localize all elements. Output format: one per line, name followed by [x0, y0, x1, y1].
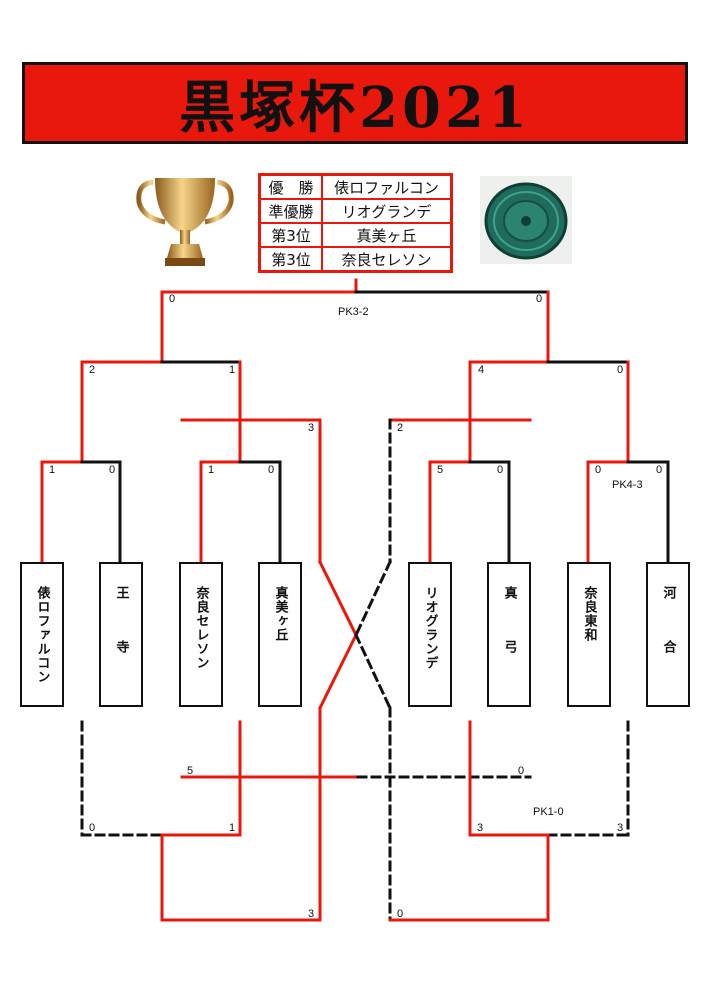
team-box: 真美ヶ丘: [258, 562, 302, 707]
rank-team: リオグランデ: [341, 202, 432, 221]
page-title: 黒塚杯2021: [179, 74, 531, 141]
result-row-winner: 優 勝 俵ロファルコン: [261, 176, 450, 200]
score-qf1-right: 0: [109, 464, 116, 476]
team-name: 奈良セレソン: [193, 586, 209, 670]
team-name: 真美ヶ丘: [272, 586, 288, 642]
score-qf2-left: 1: [208, 464, 215, 476]
team-name: 俵ロファルコン: [34, 586, 50, 684]
results-table: 優 勝 俵ロファルコン 準優勝 リオグランデ 第3位 真美ヶ丘 第3位 奈良セレ…: [258, 173, 453, 273]
score-semi2-right: 0: [617, 364, 624, 376]
score-qf3-left: 5: [437, 464, 444, 476]
score-third-left: 3: [308, 908, 315, 920]
score-qf4-left: 0: [595, 464, 602, 476]
result-row-third-b: 第3位 奈良セレソン: [261, 248, 450, 270]
score-qf1-left: 1: [49, 464, 56, 476]
score-cross-upper-right: 2: [397, 422, 404, 434]
team-box: 俵ロファルコン: [20, 562, 64, 707]
team-name: 真 弓: [501, 586, 517, 667]
score-final-right: 0: [536, 293, 543, 305]
pk-final: PK3-2: [338, 306, 369, 318]
pk-cons2: PK1-0: [533, 806, 564, 818]
team-name: 王 寺: [113, 586, 129, 667]
rank-label: 第3位: [261, 224, 323, 246]
result-row-third-a: 第3位 真美ヶ丘: [261, 224, 450, 248]
score-cross-lower-right: 0: [518, 765, 525, 777]
rank-team: 真美ヶ丘: [356, 226, 417, 245]
team-box: 王 寺: [99, 562, 143, 707]
team-box: 真 弓: [487, 562, 531, 707]
score-semi1-left: 2: [89, 364, 96, 376]
score-cross-upper-left: 3: [308, 422, 315, 434]
rank-label: 優 勝: [261, 176, 323, 198]
team-name: リオグランデ: [422, 586, 438, 670]
score-qf2-right: 0: [268, 464, 275, 476]
score-final-left: 0: [169, 293, 176, 305]
team-box: 奈良セレソン: [179, 562, 223, 707]
rank-team: 俵ロファルコン: [334, 178, 439, 197]
bronze-mirror-medal: [480, 176, 572, 264]
score-third-right: 0: [397, 908, 404, 920]
score-semi1-right: 1: [229, 364, 236, 376]
score-qf4-right: 0: [656, 464, 663, 476]
title-banner: 黒塚杯2021: [22, 62, 688, 144]
score-cross-lower-left: 5: [187, 765, 194, 777]
team-box: 奈良東和: [567, 562, 611, 707]
result-row-runner-up: 準優勝 リオグランデ: [261, 200, 450, 224]
score-cons2-right: 3: [617, 822, 624, 834]
team-name: 奈良東和: [581, 586, 597, 642]
team-name: 河 合: [660, 586, 676, 667]
score-cons1-right: 1: [229, 822, 236, 834]
rank-label: 準優勝: [261, 200, 323, 222]
pk-qf4: PK4-3: [612, 479, 643, 491]
score-cons2-left: 3: [477, 822, 484, 834]
rank-team: 奈良セレソン: [341, 250, 432, 269]
score-qf3-right: 0: [497, 464, 504, 476]
team-box: リオグランデ: [408, 562, 452, 707]
trophy-icon: [136, 178, 234, 266]
rank-label: 第3位: [261, 248, 323, 270]
team-box: 河 合: [646, 562, 690, 707]
score-semi2-left: 4: [478, 364, 485, 376]
score-cons1-left: 0: [89, 822, 96, 834]
